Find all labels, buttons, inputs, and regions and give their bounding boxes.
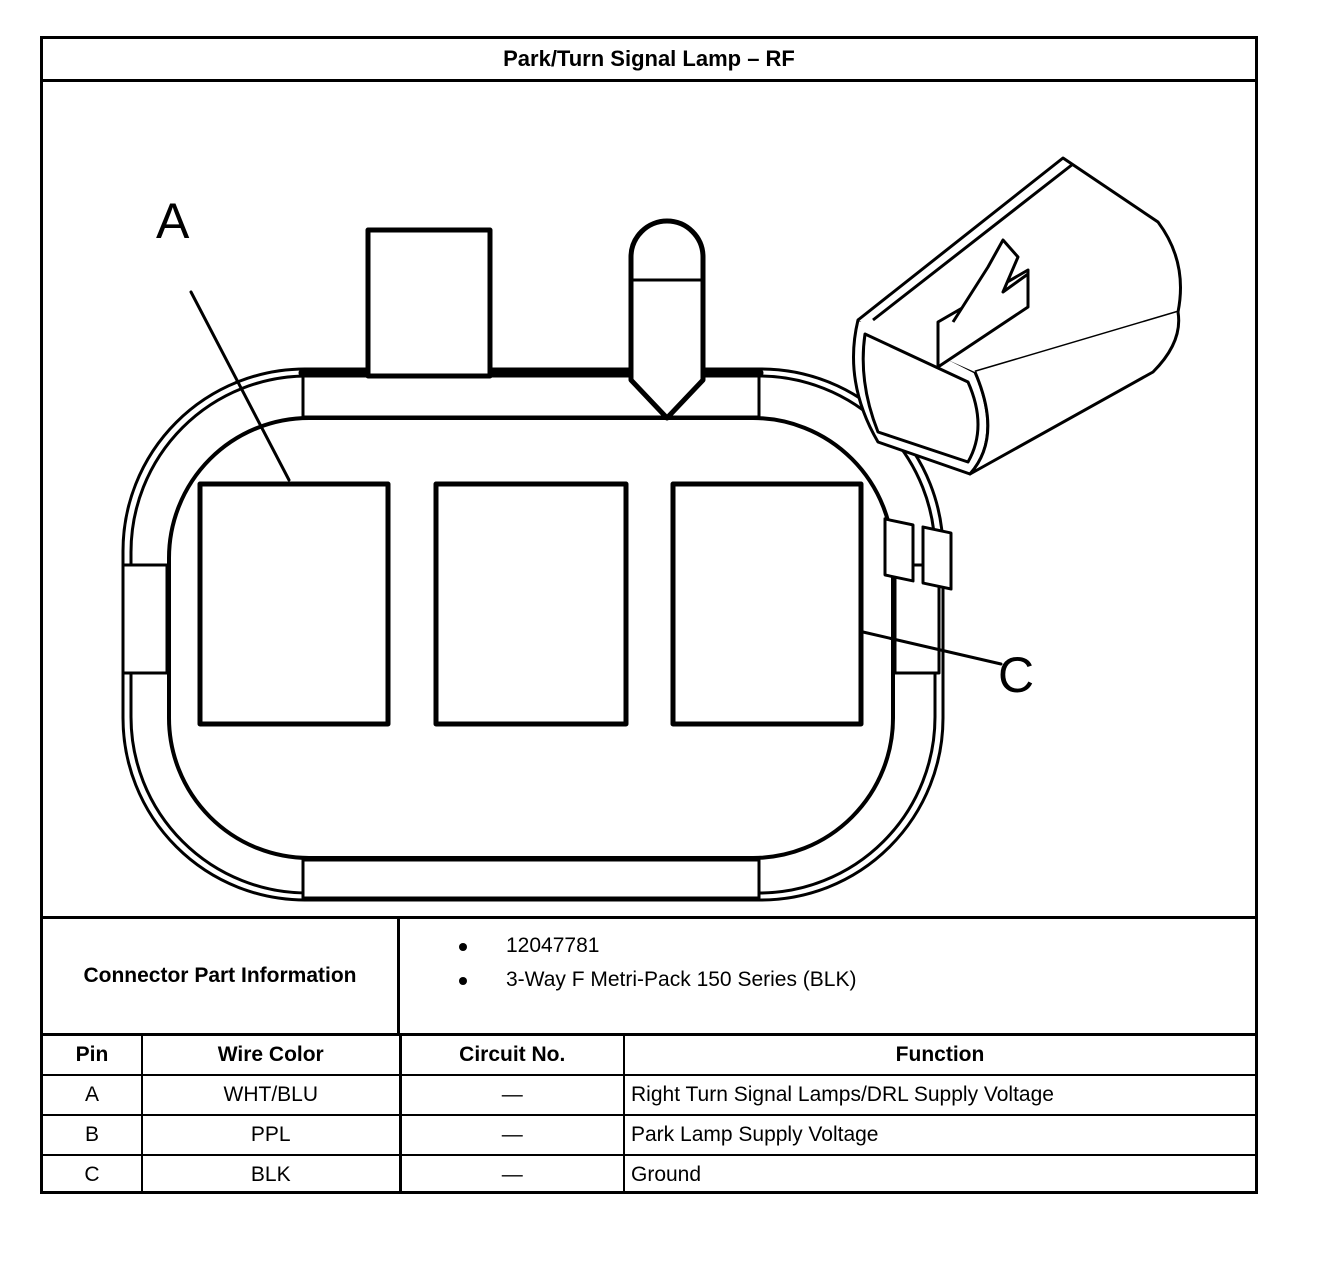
wire-color-cell: BLK (141, 1154, 402, 1194)
header-pin: Pin (43, 1036, 143, 1076)
table-row: A WHT/BLU — Right Turn Signal Lamps/DRL … (43, 1074, 1255, 1116)
function-cell: Park Lamp Supply Voltage (623, 1114, 1255, 1156)
bullet-icon (459, 977, 467, 985)
pin-table-header: Pin Wire Color Circuit No. Function (43, 1036, 1255, 1076)
connector-info-label: Connector Part Information (43, 919, 400, 1033)
function-cell: Ground (623, 1154, 1255, 1194)
connector-diagram: A C (121, 156, 1182, 902)
pin-cell: C (43, 1154, 143, 1194)
header-wire-color: Wire Color (141, 1036, 402, 1076)
circuit-cell: — (399, 1114, 625, 1156)
leader-line-a (189, 290, 291, 482)
left-side-tab (121, 563, 169, 675)
pin-cell: A (43, 1074, 143, 1116)
part-number: 12047781 (506, 934, 600, 957)
pin-c-cavity (670, 481, 864, 727)
connector-info-list: 12047781 3-Way F Metri-Pack 150 Series (… (400, 919, 1255, 1033)
wire-color-cell: WHT/BLU (141, 1074, 402, 1116)
bullet-icon (459, 943, 467, 951)
wire-color-cell: PPL (141, 1114, 402, 1156)
leader-line-c (861, 630, 1003, 666)
connector-sheet: Park/Turn Signal Lamp – RF (40, 36, 1258, 1194)
table-row: C BLK — Ground (43, 1154, 1255, 1194)
latch-key (628, 218, 706, 421)
connector-type: 3-Way F Metri-Pack 150 Series (BLK) (506, 968, 857, 991)
header-circuit: Circuit No. (399, 1036, 625, 1076)
callout-c: C (998, 647, 1034, 703)
circuit-cell: — (399, 1074, 625, 1116)
part-number-item: 12047781 (400, 929, 1255, 963)
page-title: Park/Turn Signal Lamp – RF (43, 39, 1255, 82)
callout-a: A (156, 193, 190, 249)
connector-outer-shell (121, 367, 945, 902)
connector-type-item: 3-Way F Metri-Pack 150 Series (BLK) (400, 963, 1255, 997)
connector-isometric-icon (852, 156, 1182, 591)
connector-part-info: Connector Part Information 12047781 3-Wa… (43, 916, 1255, 1036)
header-function: Function (623, 1036, 1255, 1076)
bottom-band (301, 858, 761, 900)
pin-a-cavity (197, 481, 391, 727)
table-row: B PPL — Park Lamp Supply Voltage (43, 1114, 1255, 1156)
pin-b-cavity (433, 481, 629, 727)
function-cell: Right Turn Signal Lamps/DRL Supply Volta… (623, 1074, 1255, 1116)
pin-cell: B (43, 1114, 143, 1156)
circuit-cell: — (399, 1154, 625, 1194)
pin-table: Pin Wire Color Circuit No. Function A WH… (43, 1036, 1255, 1194)
connector-outer-shell-inner (129, 374, 937, 895)
square-key (365, 227, 493, 379)
